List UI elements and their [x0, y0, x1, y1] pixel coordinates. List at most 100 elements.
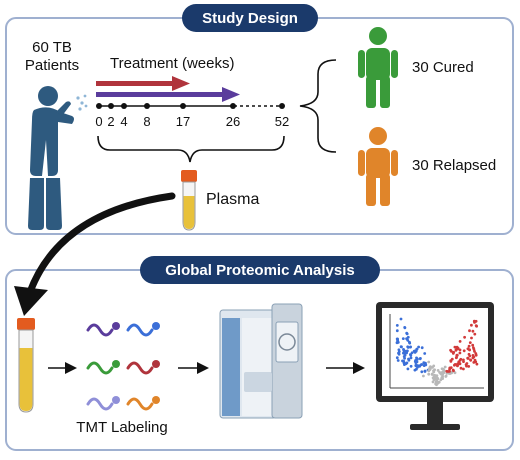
- volcano-point: [395, 324, 399, 327]
- volcano-point: [400, 345, 403, 349]
- timeline-week-label: 0: [95, 114, 102, 129]
- timeline-week-label: 52: [275, 114, 289, 129]
- volcano-point: [420, 363, 424, 366]
- volcano-point: [466, 347, 470, 351]
- timeline-dot: [121, 103, 127, 109]
- volcano-point: [468, 341, 472, 344]
- volcano-point: [465, 362, 469, 365]
- timeline-week-label: 2: [107, 114, 114, 129]
- timeline-week-label: 17: [176, 114, 190, 129]
- volcano-point: [436, 376, 439, 380]
- volcano-point: [474, 319, 478, 323]
- volcano-point: [453, 363, 457, 366]
- volcano-point: [396, 338, 399, 342]
- timeline-dot: [96, 103, 102, 109]
- volcano-point: [450, 371, 454, 374]
- volcano-point: [452, 350, 456, 354]
- volcano-point: [470, 336, 473, 340]
- volcano-point: [431, 380, 435, 384]
- volcano-point: [453, 371, 457, 375]
- coughing-patient-icon: [28, 86, 74, 230]
- volcano-point: [405, 332, 409, 336]
- volcano-point: [410, 351, 414, 355]
- volcano-point: [401, 359, 404, 363]
- volcano-point: [448, 370, 451, 373]
- volcano-point: [403, 356, 406, 360]
- relapsed-person-icon: [358, 127, 398, 206]
- volcano-point: [455, 356, 458, 359]
- volcano-point: [406, 338, 410, 342]
- proteomic-banner: Global Proteomic Analysis: [140, 256, 380, 284]
- volcano-point: [459, 357, 463, 361]
- volcano-point: [445, 369, 449, 373]
- cough-spray-icon: [76, 94, 88, 111]
- volcano-point: [458, 348, 462, 352]
- cured-label: 30 Cured: [412, 59, 474, 76]
- volcano-point: [467, 365, 471, 368]
- treatment-label: Treatment (weeks): [110, 55, 234, 72]
- mass-spectrometer-icon: [219, 303, 303, 419]
- timeline-week-label: 26: [226, 114, 240, 129]
- volcano-point: [473, 332, 477, 336]
- volcano-point: [396, 359, 400, 362]
- volcano-point: [449, 360, 453, 363]
- volcano-point: [452, 369, 455, 373]
- timeline-dot: [180, 103, 186, 109]
- volcano-point: [436, 369, 440, 372]
- volcano-point: [401, 337, 405, 340]
- volcano-point: [472, 355, 476, 359]
- timeline-week-label: 4: [120, 114, 127, 129]
- volcano-point: [434, 381, 438, 385]
- volcano-point: [462, 358, 465, 362]
- volcano-point: [406, 346, 410, 349]
- volcano-point: [470, 323, 473, 327]
- volcano-point: [473, 358, 477, 362]
- volcano-point: [427, 369, 431, 373]
- volcano-point: [471, 343, 475, 347]
- volcano-point: [433, 368, 436, 372]
- study-design-panel: [5, 17, 514, 235]
- volcano-point: [475, 324, 478, 328]
- volcano-point: [474, 353, 478, 357]
- timeline-week-label: 8: [143, 114, 150, 129]
- proteomic-title: Global Proteomic Analysis: [165, 262, 355, 279]
- patients-label: Patients: [25, 57, 79, 74]
- timeline-dot: [108, 103, 114, 109]
- volcano-point: [453, 345, 457, 349]
- volcano-point: [405, 361, 409, 365]
- volcano-point: [456, 362, 460, 366]
- volcano-point: [423, 370, 427, 373]
- volcano-point: [472, 347, 476, 351]
- volcano-point: [468, 329, 471, 333]
- volcano-point: [427, 367, 431, 371]
- volcano-point: [403, 353, 407, 357]
- treatment-arrow-long: [96, 87, 240, 102]
- relapsed-label: 30 Relapsed: [412, 157, 496, 174]
- volcano-point: [422, 374, 425, 378]
- timeline-bracket: [97, 135, 285, 163]
- plasma-tube-icon: [181, 170, 197, 231]
- volcano-point: [409, 354, 413, 357]
- volcano-point: [450, 357, 454, 361]
- treatment-arrow-short: [96, 76, 190, 91]
- volcano-point: [430, 372, 434, 376]
- volcano-point: [427, 360, 431, 364]
- volcano-point: [399, 317, 403, 321]
- volcano-point: [467, 344, 471, 348]
- volcano-point: [409, 345, 412, 349]
- volcano-point: [435, 374, 439, 377]
- volcano-point: [439, 372, 442, 375]
- volcano-point: [409, 364, 413, 368]
- volcano-point: [459, 366, 463, 370]
- volcano-point: [415, 347, 419, 351]
- volcano-point: [455, 353, 459, 357]
- patients-count-label: 60 TB: [32, 39, 72, 56]
- cured-person-icon: [358, 27, 398, 108]
- volcano-point: [466, 357, 470, 360]
- volcano-point: [427, 372, 431, 376]
- volcano-point: [417, 345, 420, 349]
- volcano-point: [415, 360, 419, 364]
- volcano-plot: [389, 314, 484, 389]
